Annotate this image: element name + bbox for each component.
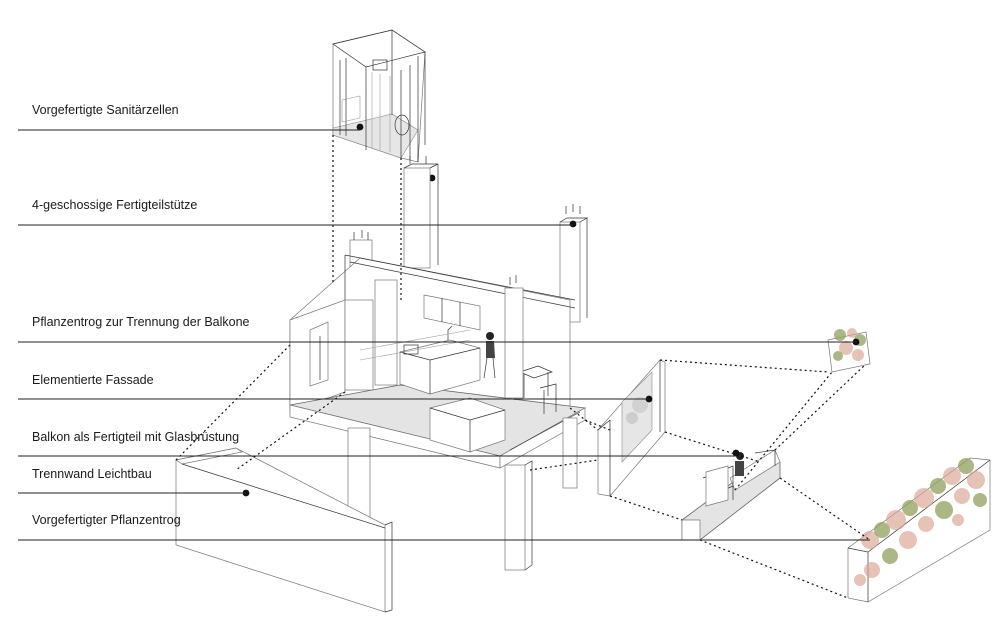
apartment-volume <box>289 254 587 469</box>
sanitary-cell-pointer <box>356 123 364 131</box>
planter-small <box>827 328 871 373</box>
label-facade: Elementierte Fassade <box>32 373 154 387</box>
label-planter: Vorgefertigter Pflanzentrog <box>32 513 181 527</box>
facade-element <box>597 359 666 497</box>
label-sanitary-cells: Vorgefertigte Sanitärzellen <box>32 103 179 117</box>
sanitary-cell <box>332 29 426 163</box>
projection-lines <box>175 135 871 599</box>
precast-columns-lower <box>347 417 578 571</box>
label-planter-divider: Pflanzentrog zur Trennung der Balkone <box>32 315 250 329</box>
label-balcony: Balkon als Fertigteil mit Glasbrüstung <box>32 430 240 444</box>
planter-large <box>847 457 991 603</box>
column-pointer-2 <box>569 220 577 228</box>
balcony-pointer <box>732 449 740 457</box>
balcony-element <box>681 449 781 541</box>
leader-lines <box>18 129 870 541</box>
label-partition-wall: Trennwand Leichtbau <box>32 467 152 481</box>
label-precast-column: 4-geschossige Fertigteilstütze <box>32 198 198 212</box>
